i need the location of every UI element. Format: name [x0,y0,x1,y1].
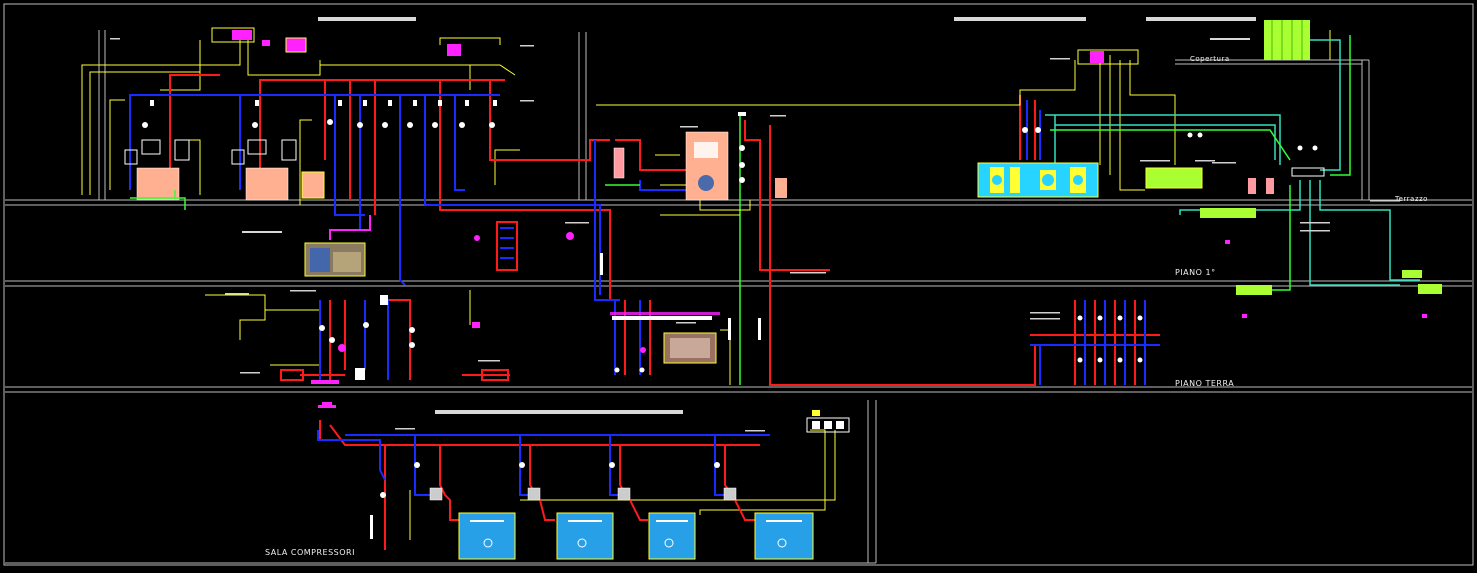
panel-icon [806,417,850,433]
panel-icon [1077,49,1139,65]
tank-room [474,112,1036,386]
compressor-icon [648,512,696,560]
annotation-marks [110,38,1400,432]
label-piano-1: PIANO 1° [1175,268,1216,277]
compressor-icon [556,512,614,560]
ground-floor [205,290,1160,385]
floor-slabs [3,3,1474,566]
boiler-icon [136,167,180,201]
label-terrazzo: Terrazzo [1395,195,1428,203]
title-bars [242,17,1256,414]
vertical-marks [370,253,761,539]
cooling-tower-icon [1264,20,1310,60]
air-handling [596,20,1442,318]
boiler-icon [245,167,289,201]
air-handler-icon [1145,167,1203,189]
label-piano-terra: PIANO TERRA [1175,379,1235,388]
panel-icon [211,27,255,43]
label-copertura: Copertura [1190,55,1230,63]
compressor-icon [754,512,814,560]
label-sala-compressori: SALA COMPRESSORI [265,548,355,557]
boiler-room [81,27,611,300]
compressor-room [317,402,850,560]
compressor-icon [458,512,516,560]
tank-icon [301,171,325,199]
